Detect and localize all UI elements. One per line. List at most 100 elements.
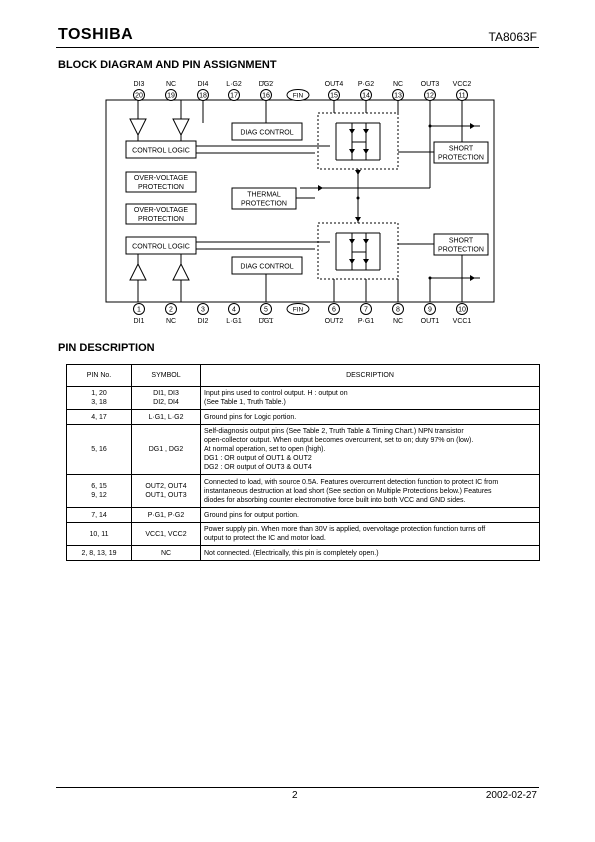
header-symbol: SYMBOL <box>131 364 201 387</box>
pin-circle <box>133 303 145 315</box>
input-buffer-bottom-2 <box>172 262 190 281</box>
pin-number: 6 <box>332 307 336 314</box>
pin-name: DG2 <box>259 81 274 88</box>
symbol-cell: VCC1, VCC2 <box>131 522 201 546</box>
svg-text:DIAG CONTROL: DIAG CONTROL <box>240 130 293 137</box>
pin-circle <box>360 303 372 315</box>
cell-line: P·G1, P·G2 <box>147 511 185 519</box>
cell-line: Connected to load, with source 0.5A. Fea… <box>204 478 499 486</box>
pin-circle <box>456 303 468 315</box>
pin-name: NC <box>393 81 403 88</box>
description-cell: Not connected. (Electrically, this pin i… <box>200 545 540 561</box>
symbol-cell: L·G1, L·G2 <box>131 409 201 425</box>
description-cell: Ground pins for output portion. <box>200 507 540 523</box>
output-stage-lower <box>317 222 399 280</box>
cell-line: DG1 : OR output of OUT1 & OUT2 <box>204 455 312 462</box>
cell-line: L·G1, L·G2 <box>148 413 184 421</box>
table-header-row: PIN No. SYMBOL DESCRIPTION <box>66 364 540 387</box>
cell-line: Ground pins for Logic portion. <box>204 413 297 421</box>
symbol-cell: P·G1, P·G2 <box>131 507 201 523</box>
svg-text:PROTECTION: PROTECTION <box>438 247 484 254</box>
cell-line: 10, 11 <box>89 530 109 538</box>
brand-logo: TOSHIBA <box>58 26 134 43</box>
pin-circle <box>165 89 177 101</box>
svg-text:SHORT: SHORT <box>449 238 474 245</box>
cell-line: 9, 12 <box>91 492 107 499</box>
svg-text:SHORT: SHORT <box>449 146 474 153</box>
cell-line: At normal operation, set to open (high). <box>204 446 326 453</box>
pin-number-cell: 5, 16 <box>66 424 132 475</box>
pin-number-cell: 10, 11 <box>66 522 132 546</box>
pin-number: 2 <box>169 307 173 314</box>
pin-name: VCC2 <box>453 81 472 88</box>
cell-line: diodes for absorbing counter electromoti… <box>204 496 466 504</box>
cell-line: NC <box>160 549 172 557</box>
document-date: 2002-02-27 <box>485 790 537 801</box>
pin-name: NC <box>393 318 403 325</box>
pin-name: P·G1 <box>358 318 374 325</box>
pin-number: 17 <box>230 93 238 100</box>
pin-description-heading: PIN DESCRIPTION <box>58 342 155 354</box>
cell-line: 7, 14 <box>91 511 107 519</box>
symbol-cell: NC <box>131 545 201 561</box>
table-row: 4, 17 L·G1, L·G2 Ground pins for Logic por… <box>66 409 540 425</box>
symbol-cell: DG1 , DG2 <box>131 424 201 475</box>
description-cell: Self-diagnosis output pins (See Table 2,… <box>200 424 540 475</box>
pin-number: 20 <box>135 93 143 100</box>
over-voltage-upper <box>125 171 197 193</box>
control-logic-upper-label: CONTROL LOGIC <box>132 148 190 155</box>
svg-text:THERMAL: THERMAL <box>247 192 281 199</box>
pin-name: OUT2 <box>325 318 344 325</box>
pin-circle <box>328 303 340 315</box>
pin-name: DI2 <box>198 318 209 325</box>
pin-name: DI1 <box>134 318 145 325</box>
description-cell: Input pins used to control output. H : o… <box>200 386 540 410</box>
svg-text:PROTECTION: PROTECTION <box>241 201 287 208</box>
part-number: TA8063F <box>488 30 537 44</box>
pin-circle <box>392 303 404 315</box>
pin-name: DG1 <box>259 318 274 325</box>
pin-circle <box>228 89 240 101</box>
input-buffer-top-1 <box>129 118 147 137</box>
pin-circle <box>260 303 272 315</box>
pin-name: OUT1 <box>421 318 440 325</box>
pin-number: 1 <box>137 307 141 314</box>
pin-name: NC <box>166 81 176 88</box>
fin-tab <box>286 303 310 315</box>
svg-text:DIAG CONTROL: DIAG CONTROL <box>240 264 293 271</box>
pin-number: 16 <box>262 93 270 100</box>
pin-number: 11 <box>458 93 465 100</box>
table-row: 7, 14 P·G1, P·G2 Ground pins for output po… <box>66 507 540 523</box>
pin-number: FIN <box>293 307 304 314</box>
pin-number-cell: 6, 15 9, 12 <box>66 474 132 508</box>
page-number: 2 <box>292 790 298 801</box>
description-cell: Connected to load, with source 0.5A. Fea… <box>200 474 540 508</box>
header-rule <box>56 47 539 48</box>
pin-number: 10 <box>458 307 466 314</box>
input-buffer-top-2 <box>172 118 190 137</box>
pin-number-cell: 4, 17 <box>66 409 132 425</box>
cell-line: Power supply pin. When more than 30V is … <box>204 526 486 533</box>
cell-line: 4, 17 <box>91 413 107 421</box>
pin-number: 3 <box>201 307 205 314</box>
control-logic-lower <box>125 236 197 255</box>
pin-number: 13 <box>394 93 402 100</box>
svg-text:OVER-VOLTAGE: OVER-VOLTAGE <box>134 207 189 214</box>
pin-name: L·G2 <box>226 81 242 88</box>
cell-line: 6, 15 <box>91 483 107 490</box>
cell-line: OUT2, OUT4 <box>145 483 187 490</box>
pin-number-cell: 2, 8, 13, 19 <box>66 545 132 561</box>
cell-line: OUT1, OUT3 <box>145 492 187 499</box>
svg-text:CONTROL LOGIC: CONTROL LOGIC <box>132 244 190 251</box>
pin-number: FIN <box>293 93 304 100</box>
cell-line: open-collector output. When output becom… <box>204 437 474 444</box>
pin-number: 19 <box>167 93 175 100</box>
cell-line: VCC1, VCC2 <box>145 530 187 538</box>
svg-text:PROTECTION: PROTECTION <box>138 216 184 223</box>
